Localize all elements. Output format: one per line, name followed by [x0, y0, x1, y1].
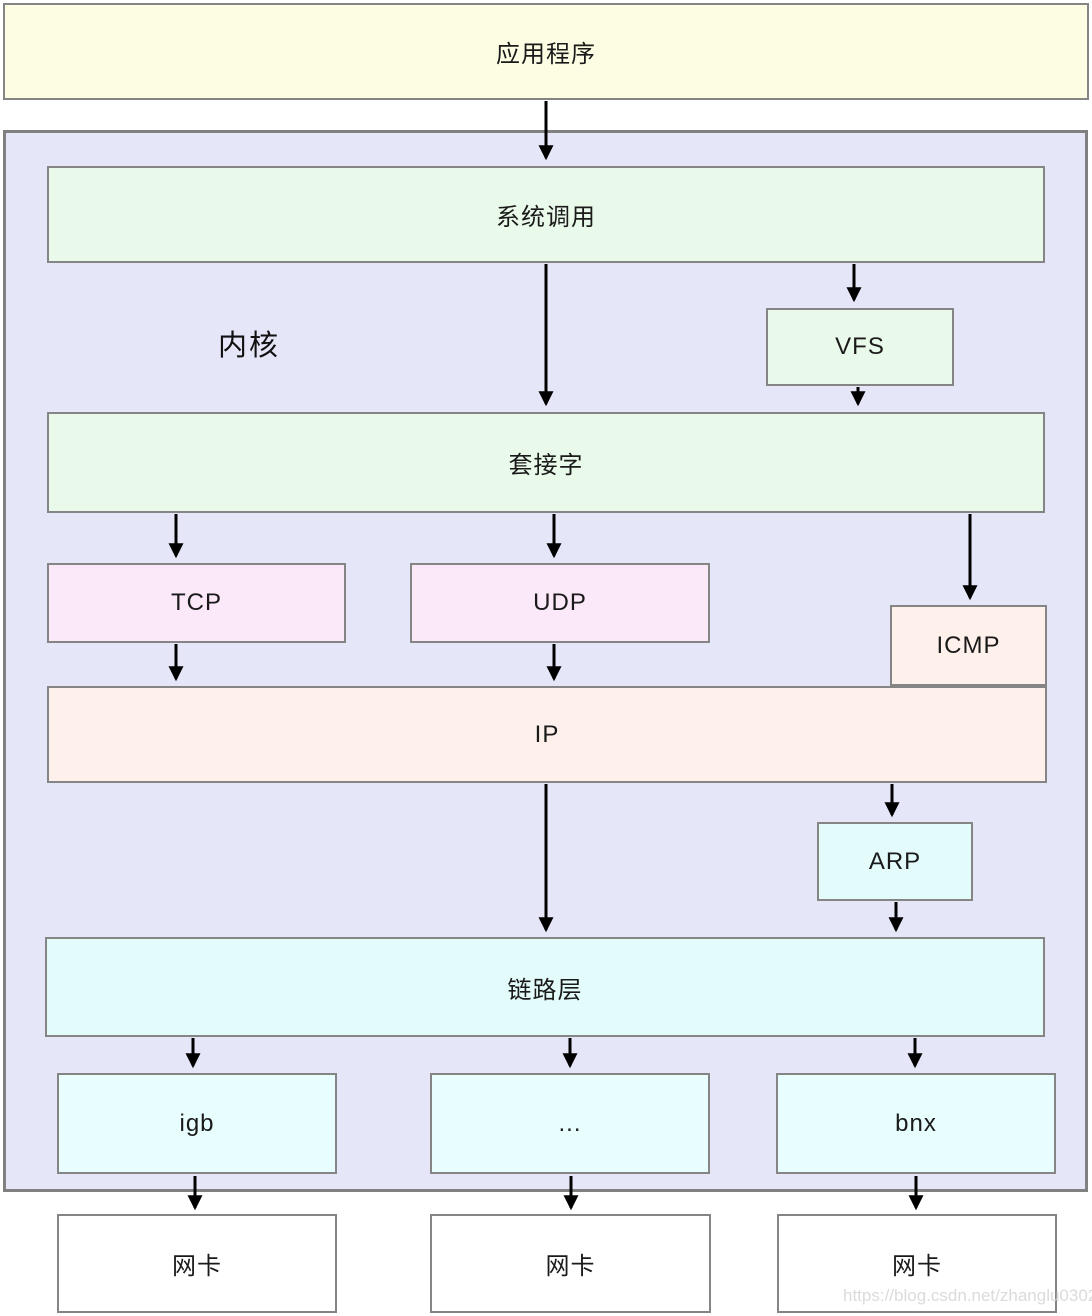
box-udp: UDP: [410, 563, 710, 643]
kernel-label: 内核: [218, 330, 281, 362]
box-syscall-label: 系统调用: [496, 204, 596, 231]
box-nic-3-label: 网卡: [892, 1253, 942, 1280]
box-socket-label: 套接字: [508, 452, 584, 479]
box-vfs-label: VFS: [835, 333, 885, 360]
watermark-url: https://blog.csdn.net/zhanglu0302: [843, 1286, 1092, 1305]
box-driver-ellipsis: ...: [430, 1073, 710, 1174]
box-ip-label: IP: [534, 720, 560, 748]
box-arp: ARP: [817, 822, 973, 901]
box-syscall: 系统调用: [47, 166, 1045, 263]
box-nic-2: 网卡: [430, 1214, 711, 1313]
box-driver-bnx: bnx: [776, 1073, 1056, 1174]
box-vfs: VFS: [766, 308, 954, 386]
box-nic-1-label: 网卡: [172, 1253, 222, 1280]
box-link-layer-label: 链路层: [507, 976, 583, 1004]
box-driver-ellipsis-label: ...: [558, 1109, 582, 1137]
box-tcp: TCP: [47, 563, 346, 643]
box-icmp-label: ICMP: [936, 631, 1001, 659]
box-link-layer: 链路层: [45, 937, 1045, 1037]
box-nic-2-label: 网卡: [545, 1253, 596, 1280]
box-nic-3: 网卡: [777, 1214, 1057, 1313]
box-ip: IP: [47, 686, 1047, 783]
box-application: 应用程序: [3, 3, 1089, 100]
box-icmp: ICMP: [890, 605, 1047, 686]
box-udp-label: UDP: [533, 589, 587, 616]
box-driver-igb-label: igb: [179, 1109, 215, 1137]
box-driver-igb: igb: [57, 1073, 337, 1174]
box-driver-bnx-label: bnx: [895, 1109, 937, 1137]
box-socket: 套接字: [47, 412, 1045, 513]
box-tcp-label: TCP: [171, 589, 222, 616]
box-arp-label: ARP: [868, 847, 922, 875]
box-application-label: 应用程序: [496, 41, 596, 68]
box-nic-1: 网卡: [57, 1214, 337, 1313]
